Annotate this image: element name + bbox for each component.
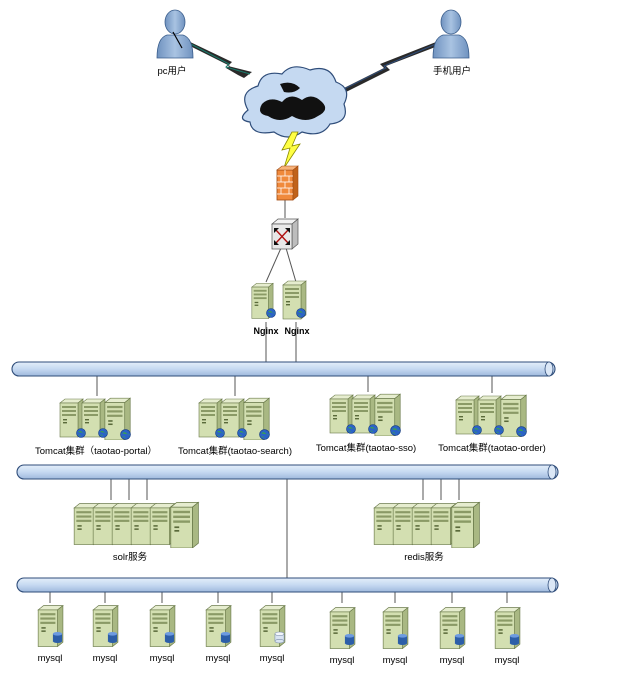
mysql-label: mysql — [150, 653, 175, 664]
globe-icon — [237, 428, 247, 438]
mysql-label: mysql — [38, 653, 63, 664]
lightning-link-cloud-firewall — [281, 131, 301, 169]
globe-icon — [296, 308, 306, 318]
tomcat-cluster-sso: Tomcat集群(taotao-sso) — [316, 393, 416, 454]
server-icon — [170, 501, 200, 548]
mysql-label: mysql — [440, 655, 465, 666]
tomcat-cluster-search: Tomcat集群(taotao-search) — [178, 397, 292, 457]
network-bus-1 — [11, 361, 556, 377]
lightning-link-mobile — [340, 42, 438, 92]
globe-icon — [368, 424, 378, 434]
network-bus-3 — [16, 577, 559, 593]
database-icon — [220, 632, 231, 643]
mysql-label: mysql — [495, 655, 520, 666]
globe-icon — [390, 425, 401, 436]
mysql-server-9: mysql — [495, 607, 521, 666]
pc-user: pc用户 — [156, 9, 194, 77]
globe-icon — [76, 428, 86, 438]
solr-label: solr服务 — [113, 551, 148, 563]
globe-icon — [516, 426, 527, 437]
network-bus-2 — [16, 464, 559, 480]
database-icon — [274, 631, 285, 644]
solr-service-cluster: solr服务 — [73, 501, 200, 563]
mobile-user-icon — [432, 9, 470, 59]
globe-icon — [266, 308, 276, 318]
pc-user-label: pc用户 — [157, 65, 186, 77]
mysql-server-4: mysql — [206, 605, 232, 664]
mysql-server-6: mysql — [330, 607, 356, 666]
globe-icon — [494, 425, 504, 435]
database-icon — [344, 634, 355, 645]
mobile-user: 手机用户 — [432, 9, 471, 77]
mysql-server-3: mysql — [150, 605, 176, 664]
mysql-server-2: mysql — [93, 605, 119, 664]
database-icon — [397, 634, 408, 645]
pc-user-icon — [156, 9, 194, 59]
globe-icon — [346, 424, 356, 434]
mysql-label: mysql — [206, 653, 231, 664]
mysql-server-8: mysql — [440, 607, 466, 666]
database-icon — [52, 632, 63, 643]
database-icon — [107, 632, 118, 643]
redis-service-cluster: redis服务 — [373, 501, 481, 563]
globe-icon — [259, 429, 270, 440]
server-icon — [451, 501, 481, 548]
mysql-label: mysql — [260, 653, 285, 664]
nginx-label: Nginx — [284, 326, 309, 336]
globe-icon — [98, 428, 108, 438]
mysql-server-1: mysql — [38, 605, 64, 664]
internet-cloud — [241, 66, 348, 138]
tomcat-cluster-order: Tomcat集群(taotao-order) — [438, 394, 546, 454]
redis-label: redis服务 — [404, 551, 444, 563]
nginx-label: Nginx — [253, 326, 278, 336]
firewall — [276, 165, 299, 201]
connector-lines — [49, 200, 508, 603]
globe-icon — [120, 429, 131, 440]
nginx-server-1: Nginx — [251, 282, 279, 336]
mysql-label: mysql — [330, 655, 355, 666]
tomcat-order-label: Tomcat集群(taotao-order) — [438, 442, 546, 454]
mobile-user-label: 手机用户 — [433, 65, 471, 77]
tomcat-portal-label: Tomcat集群（taotao-portal） — [35, 445, 157, 457]
mysql-server-7: mysql — [383, 607, 409, 666]
nginx-server-2: Nginx — [282, 280, 310, 336]
mysql-label: mysql — [93, 653, 118, 664]
tomcat-search-label: Tomcat集群(taotao-search) — [178, 445, 292, 457]
lightning-link-pc — [186, 40, 252, 78]
switch — [271, 218, 299, 250]
database-icon — [454, 634, 465, 645]
tomcat-sso-label: Tomcat集群(taotao-sso) — [316, 442, 416, 454]
globe-icon — [215, 428, 225, 438]
mysql-server-5: mysql — [260, 605, 286, 664]
database-icon — [164, 632, 175, 643]
tomcat-cluster-portal: Tomcat集群（taotao-portal） — [35, 397, 157, 457]
globe-icon — [472, 425, 482, 435]
mysql-label: mysql — [383, 655, 408, 666]
database-icon — [509, 634, 520, 645]
